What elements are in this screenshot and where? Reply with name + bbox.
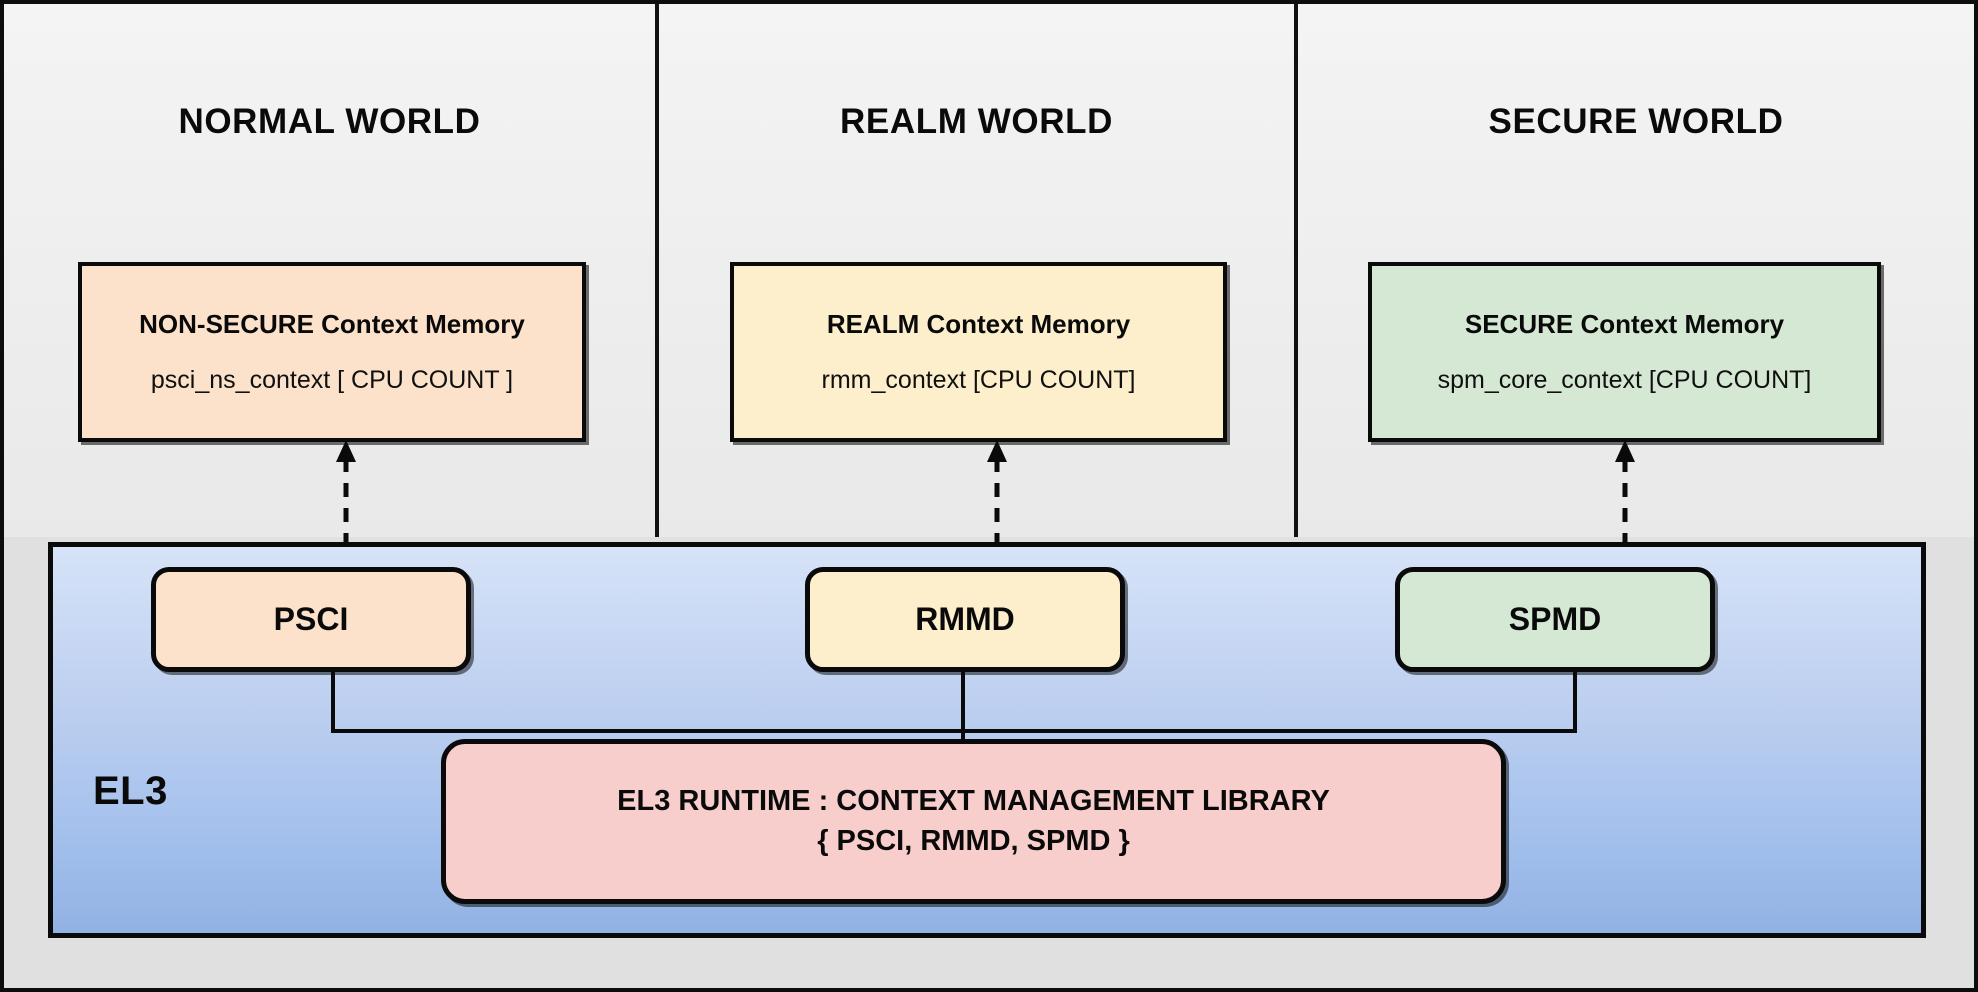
el3-panel: EL3 PSCI RMMD SPMD EL3 RUNTIME : CONTEXT…: [48, 542, 1926, 938]
dispatcher-label-rmmd: RMMD: [915, 601, 1015, 637]
world-title-realm: REALM WORLD: [840, 102, 1113, 141]
world-column-realm: REALM WORLD: [659, 4, 1298, 537]
world-title-normal: NORMAL WORLD: [178, 102, 481, 141]
world-title-secure: SECURE WORLD: [1488, 102, 1784, 141]
context-box-secure-title: SECURE Context Memory: [1464, 309, 1785, 339]
context-box-realm-title: REALM Context Memory: [826, 309, 1131, 339]
el3-label: EL3: [93, 769, 168, 813]
dispatcher-label-psci: PSCI: [273, 601, 349, 637]
dispatcher-label-spmd: SPMD: [1508, 601, 1602, 637]
runtime-library-line-2: { PSCI, RMMD, SPMD }: [817, 824, 1130, 857]
connector-spmd-vertical: [1573, 672, 1577, 731]
dispatcher-box-rmmd[interactable]: RMMD: [805, 567, 1125, 672]
connector-psci-vertical: [331, 672, 335, 731]
world-column-normal: NORMAL WORLD: [4, 4, 659, 537]
context-box-non-secure[interactable]: NON-SECURE Context Memory psci_ns_contex…: [78, 262, 586, 442]
dispatcher-box-psci[interactable]: PSCI: [151, 567, 471, 672]
worlds-band: NORMAL WORLD REALM WORLD SECURE WORLD NO…: [4, 4, 1974, 537]
world-column-secure: SECURE WORLD: [1298, 4, 1974, 537]
connector-horizontal-bus: [331, 729, 1577, 733]
runtime-library-line-1: EL3 RUNTIME : CONTEXT MANAGEMENT LIBRARY: [617, 785, 1330, 818]
context-box-non-secure-subtitle: psci_ns_context [ CPU COUNT ]: [150, 366, 514, 394]
dispatcher-box-spmd[interactable]: SPMD: [1395, 567, 1715, 672]
el3-runtime-library-box[interactable]: EL3 RUNTIME : CONTEXT MANAGEMENT LIBRARY…: [441, 739, 1506, 904]
context-box-realm-subtitle: rmm_context [CPU COUNT]: [821, 366, 1136, 394]
context-box-realm[interactable]: REALM Context Memory rmm_context [CPU CO…: [730, 262, 1227, 442]
context-box-non-secure-title: NON-SECURE Context Memory: [139, 309, 525, 339]
connector-rmmd-vertical: [961, 672, 965, 742]
context-box-secure-subtitle: spm_core_context [CPU COUNT]: [1437, 366, 1812, 394]
context-box-secure[interactable]: SECURE Context Memory spm_core_context […: [1368, 262, 1881, 442]
